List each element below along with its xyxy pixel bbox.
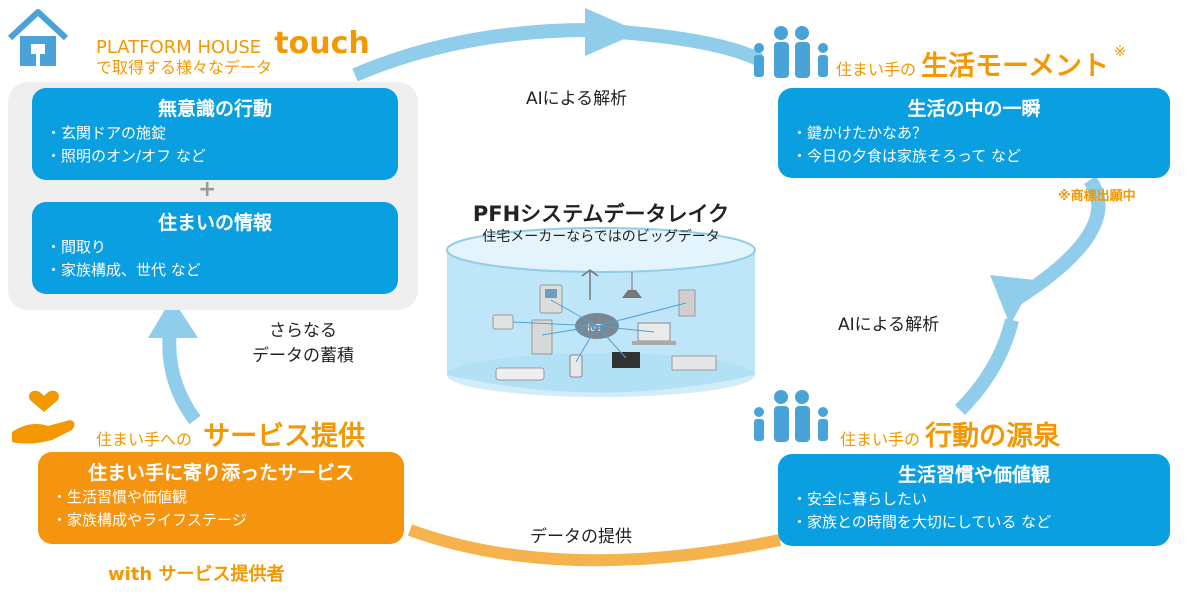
- label-line: データの蓄積: [252, 346, 354, 366]
- source-heading: 住まい手の 行動の源泉: [840, 414, 1060, 453]
- list-item: ・照明のオン/オフ など: [46, 147, 206, 165]
- heading-prefix: 住まい手の: [840, 430, 921, 449]
- label-line: さらなる: [269, 321, 337, 341]
- heading-main: サービス提供: [203, 421, 366, 452]
- service-provider-footer: with サービス提供者: [108, 564, 285, 585]
- data-lake-cylinder: IoT: [446, 227, 756, 397]
- family-icon-top: [754, 26, 828, 78]
- label-ai-analysis-top: AIによる解析: [526, 89, 628, 109]
- arrow-top-arc: [352, 23, 591, 82]
- heading-main: 行動の源泉: [925, 421, 1061, 452]
- list-item: ・家族構成、世代 など: [46, 261, 201, 279]
- box-service: 住まい手に寄り添ったサービス ・生活習慣や価値観 ・家族構成やライフステージ: [38, 452, 404, 544]
- arrow-top-head: [585, 8, 640, 56]
- list-item: ・鍵かけたかなあ？: [792, 124, 928, 142]
- list-item: ・家族との時間を大切にしている など: [792, 513, 1052, 531]
- data-lake-subtitle: 住宅メーカーならではのビッグデータ: [482, 229, 720, 245]
- arrow-bottom-arc: [407, 524, 782, 567]
- box-title: 住まい手に寄り添ったサービス: [87, 462, 354, 484]
- moment-heading: 住まい手の 生活モーメント ※: [836, 44, 1126, 83]
- list-item: ・玄関ドアの施錠: [46, 124, 167, 142]
- phone-device: [569, 354, 583, 378]
- box-life-moment: 生活の中の一瞬 ・鍵かけたかなあ？ ・今日の夕食は家族そろって など: [778, 88, 1170, 178]
- trademark-mark: ※: [1114, 44, 1126, 60]
- brand-touch: touch: [274, 26, 370, 61]
- heading-main: 生活モーメント: [921, 51, 1110, 82]
- list-item: ・間取り: [46, 238, 107, 256]
- label-data-provision: データの提供: [530, 527, 632, 547]
- house-icon: [7, 9, 69, 66]
- arrow-left-head: [148, 298, 198, 338]
- label-ai-analysis-right: AIによる解析: [838, 315, 940, 335]
- tv-device: [612, 352, 640, 368]
- brand-name: PLATFORM HOUSE: [96, 37, 262, 58]
- box-title: 生活習慣や価値観: [897, 464, 1050, 486]
- thermostat-device: [492, 314, 514, 330]
- bed-device: [671, 355, 717, 371]
- plus-icon: +: [198, 177, 217, 202]
- box-title: 住まいの情報: [157, 212, 272, 234]
- list-item: ・家族構成やライフステージ: [52, 511, 247, 529]
- heading-prefix: 住まい手の: [836, 60, 917, 79]
- arrow-right-head: [990, 275, 1035, 325]
- brand-heading: PLATFORM HOUSE touch: [96, 26, 370, 61]
- aircon-device: [495, 367, 545, 381]
- fridge-device: [531, 319, 553, 355]
- box-house-info: 住まいの情報 ・間取り ・家族構成、世代 など: [32, 202, 398, 294]
- trademark-note: ※商標出願中: [1058, 189, 1136, 204]
- panel-device: [678, 289, 696, 317]
- data-lake-title: PFHシステムデータレイク: [472, 202, 730, 226]
- service-heading: 住まい手への サービス提供: [96, 414, 365, 453]
- list-item: ・安全に暮らしたい: [792, 490, 928, 508]
- list-item: ・今日の夕食は家族そろって など: [792, 147, 1022, 165]
- lamp-device: [622, 290, 642, 298]
- heading-prefix: 住まい手への: [96, 430, 193, 449]
- brand-subtitle: で取得する様々なデータ: [96, 58, 273, 77]
- label-data-accumulation: さらなる データの蓄積: [252, 316, 354, 366]
- box-unconscious-behavior: 無意識の行動 ・玄関ドアの施錠 ・照明のオン/オフ など: [32, 88, 398, 180]
- list-item: ・生活習慣や価値観: [52, 488, 188, 506]
- box-title: 無意識の行動: [157, 98, 272, 120]
- heart-hand-icon: [12, 390, 75, 444]
- box-habits-values: 生活習慣や価値観 ・安全に暮らしたい ・家族との時間を大切にしている など: [778, 454, 1170, 546]
- box-title: 生活の中の一瞬: [907, 98, 1041, 120]
- arrow-left-arc: [162, 329, 201, 425]
- arrow-right-arc: [1011, 175, 1106, 306]
- family-icon-bottom: [754, 390, 828, 442]
